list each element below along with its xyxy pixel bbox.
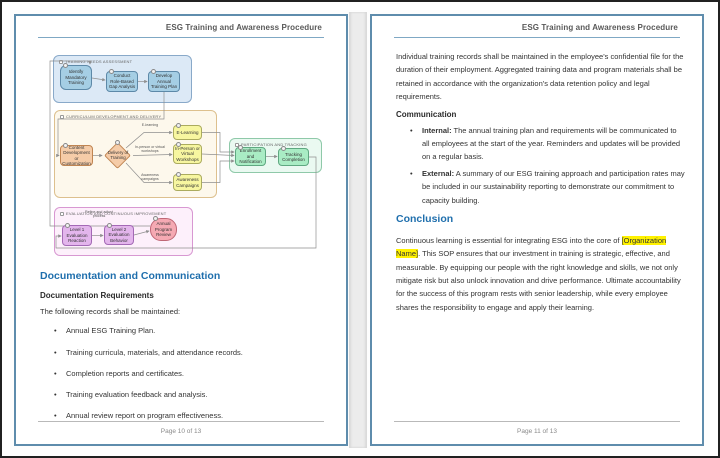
list-item: Annual ESG Training Plan. — [40, 324, 328, 337]
node-annual-training-plan: Develop Annual Training Plan — [148, 69, 180, 92]
bullet-text: The annual training plan and requirement… — [422, 125, 681, 162]
lane-title: PARTICIPATION AND TRACKING — [235, 142, 307, 147]
list-item: External: A summary of our ESG training … — [396, 167, 686, 207]
sub-heading: Communication — [396, 109, 457, 119]
lane-icon — [59, 59, 63, 64]
header-rule — [38, 37, 324, 38]
task-icon — [176, 142, 181, 147]
page-10-body: Documentation and Communication Document… — [40, 270, 328, 430]
task-icon — [176, 123, 181, 128]
bullet-lead: Internal: — [422, 125, 452, 135]
node-elearning: E-Learning — [173, 123, 202, 140]
task-icon — [153, 216, 158, 221]
list-item: Completion reports and certificates. — [40, 367, 328, 380]
node-enrollment-notification: Enrollment and Notification — [235, 145, 266, 166]
lane-icon — [60, 211, 64, 216]
node-gap-analysis: Conduct Role-Based Gap Analysis — [106, 69, 138, 92]
section-heading: Documentation and Communication — [40, 270, 221, 282]
node-delivery-of-training-decision: Delivery of Training — [103, 140, 133, 169]
intro-text: The following records shall be maintaine… — [40, 307, 181, 316]
node-awareness-campaigns: Awareness Campaigns — [173, 172, 202, 191]
page-number: Page 11 of 13 — [517, 428, 557, 435]
task-icon — [65, 223, 70, 228]
page-10: ESG Training and Awareness Procedure TRA… — [14, 14, 348, 446]
conclusion-paragraph: Continuous learning is essential for int… — [396, 234, 686, 314]
training-process-diagram: TRAINING NEEDS ASSESSMENT CURRICULUM DEV… — [32, 52, 332, 268]
lane-title: EVALUATION AND CONTINUOUS IMPROVEMENT — [60, 211, 166, 216]
page-11-body: Individual training records shall be mai… — [396, 50, 686, 320]
page-gap — [349, 12, 367, 448]
records-list: Annual ESG Training Plan. Training curri… — [40, 324, 328, 422]
task-icon — [151, 69, 156, 74]
list-item: Internal: The annual training plan and r… — [396, 124, 686, 164]
bullet-text: A summary of our ESG training approach a… — [422, 169, 685, 205]
lane-icon — [60, 114, 64, 119]
list-item: Training curricula, materials, and atten… — [40, 346, 328, 359]
edge-label-elearning: E-learning — [141, 123, 159, 127]
page-number: Page 10 of 13 — [160, 428, 202, 435]
node-level1-evaluation: Level 1 Evaluation Reaction — [62, 223, 92, 246]
communication-list: Internal: The annual training plan and r… — [396, 124, 686, 207]
task-icon — [281, 146, 286, 151]
edge-label-refine: Refine and adjust process — [85, 210, 113, 219]
page-header-title: ESG Training and Awareness Procedure — [521, 23, 678, 32]
list-item: Training evaluation feedback and analysi… — [40, 388, 328, 401]
node-tracking-completion: Tracking Completion — [278, 146, 309, 166]
conclusion-post: . This SOP ensures that our investment i… — [396, 249, 681, 312]
lane-icon — [235, 142, 239, 147]
page-11: ESG Training and Awareness Procedure Ind… — [370, 14, 704, 446]
task-icon — [238, 145, 243, 150]
node-level2-evaluation: Level 2 Evaluation Behavior — [104, 223, 134, 245]
task-icon — [109, 69, 114, 74]
footer-rule — [394, 421, 680, 422]
task-icon — [176, 172, 181, 177]
node-annual-program-review: Annual Program Review — [150, 216, 177, 241]
task-icon — [63, 63, 68, 68]
header-rule — [394, 37, 680, 38]
bullet-lead: External: — [422, 169, 455, 179]
node-workshops: In-Person or Virtual Workshops — [173, 142, 202, 164]
section-heading: Conclusion — [396, 212, 454, 225]
list-item: Annual review report on program effectiv… — [40, 409, 328, 422]
conclusion-pre: Continuous learning is essential for int… — [396, 235, 622, 245]
node-content-development: Content Development or Customization — [60, 143, 93, 166]
sub-heading: Documentation Requirements — [40, 291, 154, 300]
gateway-icon — [115, 140, 120, 145]
page-header-title: ESG Training and Awareness Procedure — [165, 23, 322, 32]
node-identify-mandatory-training: Identify Mandatory Training — [60, 63, 92, 90]
footer-rule — [38, 421, 324, 422]
lane-title: TRAINING NEEDS ASSESSMENT — [59, 59, 132, 64]
lane-title: CURRICULUM DEVELOPMENT AND DELIVERY — [60, 114, 161, 119]
edge-label-campaigns: Awareness campaigns — [141, 173, 159, 182]
edge-label-workshops: In-person or virtual workshops — [135, 145, 165, 154]
task-icon — [107, 223, 112, 228]
records-paragraph: Individual training records shall be mai… — [396, 52, 684, 102]
task-icon — [63, 143, 68, 148]
